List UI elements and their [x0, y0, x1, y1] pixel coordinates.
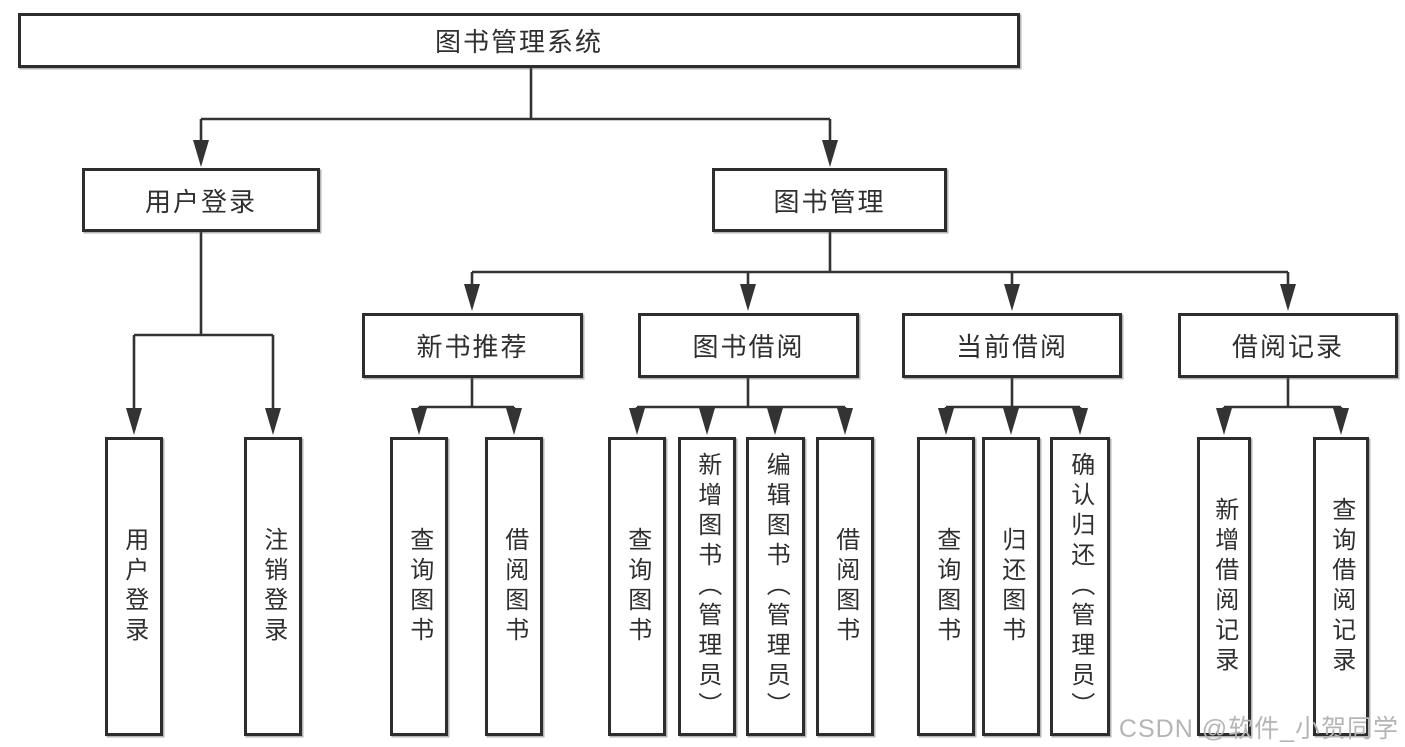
node-label: 图书管理	[773, 186, 886, 217]
node-user-login: 用户登录	[82, 168, 320, 232]
leaf-query-book-recommend: 查询图书	[390, 437, 448, 736]
node-label: 新书推荐	[416, 332, 529, 362]
node-label: 查询图书	[623, 526, 651, 647]
leaf-borrow-book: 借阅图书	[816, 437, 874, 736]
node-label: 借阅图书	[831, 526, 859, 647]
node-label: 查询借阅记录	[1327, 496, 1355, 677]
leaf-add-book-admin: 新增图书（管理员）	[678, 437, 736, 736]
leaf-borrow-book-recommend: 借阅图书	[485, 437, 543, 736]
leaf-query-book-current: 查询图书	[917, 437, 975, 736]
arrowhead-icons	[126, 140, 1349, 435]
node-book-management: 图书管理	[712, 168, 947, 232]
node-label: 编辑图书（管理员）	[762, 451, 790, 722]
node-label: 新增借阅记录	[1210, 496, 1238, 677]
node-label: 查询图书	[405, 526, 433, 647]
leaf-add-borrow-record: 新增借阅记录	[1197, 437, 1251, 736]
node-label: 新增图书（管理员）	[693, 451, 721, 722]
node-borrow-records: 借阅记录	[1178, 313, 1398, 378]
node-label: 借阅记录	[1231, 332, 1344, 362]
leaf-query-book-borrow: 查询图书	[608, 437, 666, 736]
leaf-confirm-return-admin: 确认归还（管理员）	[1050, 437, 1110, 736]
node-label: 查询图书	[932, 526, 960, 647]
leaf-query-borrow-record: 查询借阅记录	[1313, 437, 1369, 736]
node-label: 用户登录	[120, 526, 148, 647]
node-current-borrow: 当前借阅	[902, 313, 1122, 378]
leaf-logout: 注销登录	[244, 437, 302, 736]
leaf-edit-book-admin: 编辑图书（管理员）	[746, 437, 805, 736]
node-new-book-recommend: 新书推荐	[362, 313, 583, 378]
node-label: 借阅图书	[500, 526, 528, 647]
watermark: CSDN @软件_小贺同学	[1118, 715, 1399, 743]
node-label: 用户登录	[144, 186, 257, 217]
node-label: 当前借阅	[955, 332, 1068, 362]
node-root: 图书管理系统	[18, 13, 1020, 68]
node-book-borrow: 图书借阅	[638, 313, 859, 378]
node-label: 图书管理系统	[434, 27, 603, 57]
node-label: 确认归还（管理员）	[1066, 451, 1094, 722]
node-label: 归还图书	[997, 526, 1025, 647]
leaf-return-book: 归还图书	[982, 437, 1040, 736]
node-label: 注销登录	[259, 526, 287, 647]
node-label: 图书借阅	[692, 332, 805, 362]
leaf-user-login: 用户登录	[105, 437, 163, 736]
